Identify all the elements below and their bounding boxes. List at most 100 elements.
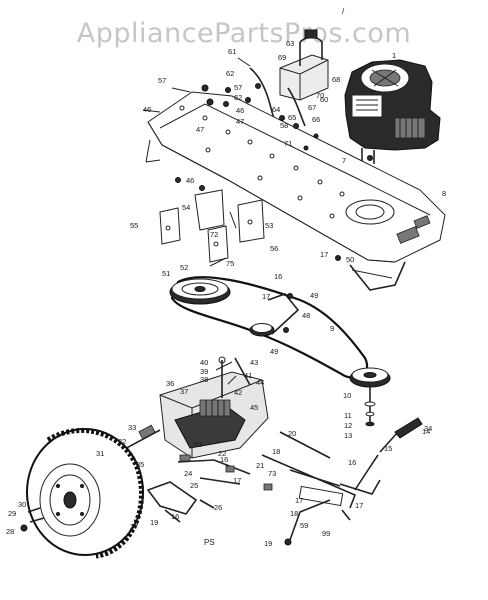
callout-17-rod: 17 [295,496,303,505]
callout-51: 51 [162,269,170,278]
callout-62-b: 62 [234,93,242,102]
callout-64: 64 [272,105,280,114]
callout-30: 30 [18,500,26,509]
callout-9: 9 [330,324,334,333]
callout-66: 66 [312,115,320,124]
callout-99: 99 [322,529,330,538]
callout-46-b: 46 [236,106,244,115]
callout-20: 20 [288,429,296,438]
callout-63: 63 [286,39,294,48]
callout-67: 67 [308,103,316,112]
callout-14: 14 [422,427,430,436]
callout-21: 21 [256,461,264,470]
callout-34: 34 [424,424,432,433]
callout-23: 23 [194,440,202,449]
callout-7: 7 [342,156,346,165]
callout-13: 13 [344,431,352,440]
callout-labels: 1 7 8 9 10 11 12 13 14 15 16 16 16 16 17… [6,39,446,548]
callout-47-a: 47 [196,125,204,134]
engine-pulley [349,367,391,427]
callout-46-c: 46 [186,176,194,185]
callout-61: 61 [228,47,236,56]
callout-8: 8 [442,189,446,198]
callout-25: 25 [190,481,198,490]
frame [145,91,446,291]
callout-26: 26 [214,503,222,512]
callout-42: 42 [234,388,242,397]
watermark: AppliancePartsPros.com [76,18,412,49]
callout-17-idler: 17 [262,292,270,301]
callout-29: 29 [8,509,16,518]
idler-pulley [249,293,300,337]
callout-28: 28 [6,527,14,536]
callout-62-a: 62 [226,69,234,78]
callout-60: 60 [320,95,328,104]
clutch-rod [261,431,357,546]
callout-35: 35 [136,460,144,469]
callout-24: 24 [184,469,192,478]
callout-44: 44 [256,378,264,387]
page-mark: PS [204,538,215,547]
callout-43: 43 [250,358,258,367]
callout-36: 36 [166,379,174,388]
callout-32: 32 [118,437,126,446]
callout-17-frame: 17 [320,250,328,259]
callout-16-link: 16 [220,455,228,464]
callout-72: 72 [210,230,218,239]
callout-55: 55 [130,221,138,230]
callout-46-a: 46 [143,105,151,114]
callout-18: 18 [272,447,280,456]
callout-57-b: 57 [234,83,242,92]
callout-16-brake: 16 [171,512,179,521]
callout-15: 15 [384,444,392,453]
rear-wheel [20,427,144,559]
callout-17-link: 17 [233,476,241,485]
callout-50: 50 [346,255,354,264]
callout-69: 69 [278,53,286,62]
callout-41: 41 [244,371,252,380]
callout-68: 68 [332,75,340,84]
callout-17-shift: 17 [355,501,363,510]
callout-57-a: 57 [158,76,166,85]
fuel-tank [279,29,329,101]
callout-37: 37 [180,387,188,396]
transmission-pulley [169,278,231,305]
callout-65: 65 [288,113,296,122]
callout-45: 45 [250,403,258,412]
callout-40: 40 [200,358,208,367]
callout-47-b: 47 [236,117,244,126]
callout-31: 31 [96,449,104,458]
corner-mark: / [342,7,345,16]
frame-holes [179,105,345,219]
callout-27: 27 [130,522,138,531]
callout-71: 71 [284,139,292,148]
callout-73: 73 [268,469,276,478]
callout-38: 38 [200,375,208,384]
callout-16-shift: 16 [348,458,356,467]
shift-lever [339,417,423,521]
callout-54: 54 [182,203,190,212]
callout-70: 70 [316,91,324,100]
brake-linkage [146,454,273,523]
callout-49-a: 49 [310,291,318,300]
callout-1: 1 [392,51,396,60]
callout-52: 52 [180,263,188,272]
callout-11: 11 [344,411,352,420]
callout-56: 56 [270,244,278,253]
callout-16: 16 [274,272,282,281]
callout-22: 22 [218,449,226,458]
callout-19-rod: 19 [264,539,272,548]
transaxle [159,356,269,459]
hardware [142,57,373,385]
callout-12: 12 [344,421,352,430]
mount-brackets [159,189,265,263]
callout-18-rod: 18 [290,509,298,518]
callout-75: 75 [226,259,234,268]
callout-10: 10 [343,391,351,400]
callout-49-b: 49 [270,347,278,356]
callout-33: 33 [128,423,136,432]
callout-59: 59 [300,521,308,530]
callout-39: 39 [200,367,208,376]
